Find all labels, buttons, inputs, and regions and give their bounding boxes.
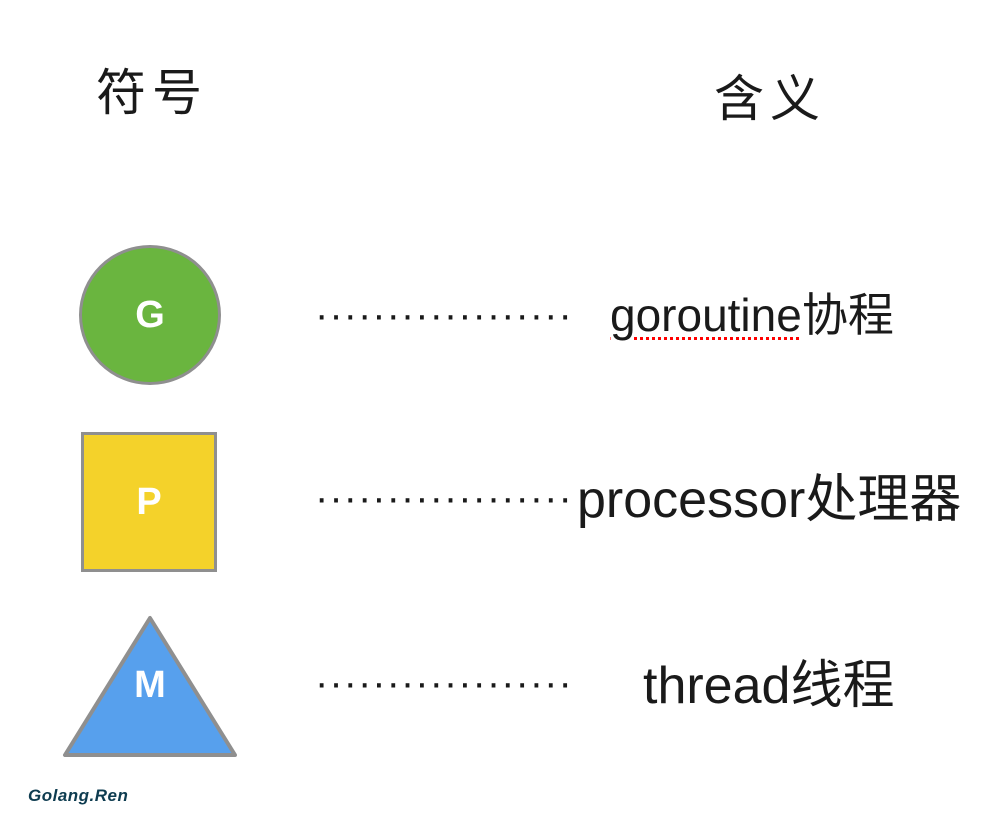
thread-triangle-polygon xyxy=(63,616,237,757)
meaning-goroutine-latin: goroutine xyxy=(610,289,802,341)
meaning-processor: processor处理器 xyxy=(577,474,961,526)
column-header-meaning: 含义 xyxy=(714,71,826,127)
meaning-thread: thread线程 xyxy=(643,660,894,712)
glyph-p-label: P xyxy=(136,481,162,523)
leader-dots-row3: ·················· xyxy=(315,661,573,705)
meaning-goroutine-cjk: 协程 xyxy=(801,289,894,341)
leader-dots-row1: ·················· xyxy=(315,293,573,337)
leader-dots-row2: ·················· xyxy=(315,476,573,520)
meaning-thread-latin: thread xyxy=(643,657,791,715)
meaning-goroutine: goroutine协程 xyxy=(610,292,894,338)
thread-triangle-icon xyxy=(63,616,237,757)
meaning-thread-cjk: 线程 xyxy=(790,657,895,715)
processor-square-icon: P xyxy=(81,432,217,572)
glyph-g-label: G xyxy=(135,294,165,336)
column-header-symbol: 符号 xyxy=(96,65,208,121)
goroutine-circle-icon: G xyxy=(79,245,221,385)
meaning-processor-latin: processor xyxy=(577,471,806,529)
meaning-processor-cjk: 处理器 xyxy=(805,471,962,529)
watermark-golang-ren: Golang.Ren xyxy=(28,786,129,805)
